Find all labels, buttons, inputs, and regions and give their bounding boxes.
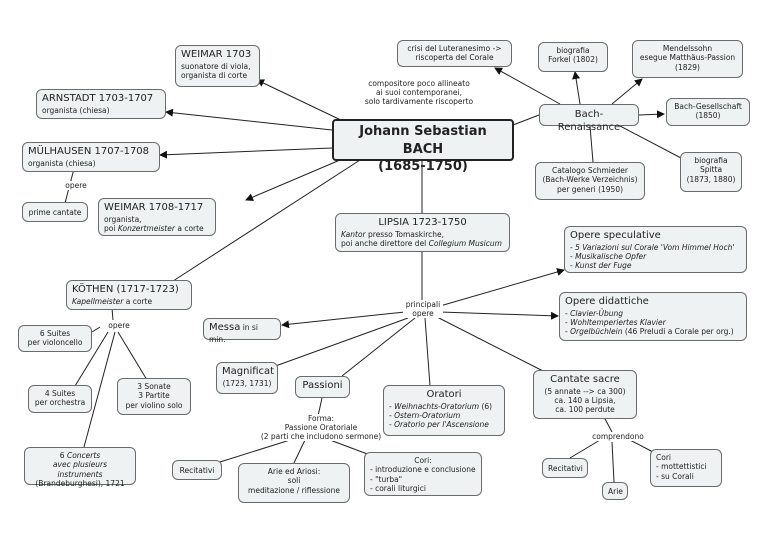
node-subtitle: organista (chiesa) (42, 105, 110, 115)
root-dates: (1685-1750) (378, 159, 468, 175)
node-concerts-brandeburghesi[interactable]: 6 Concerts avec plusieurs instruments (B… (24, 447, 136, 489)
node-crisi-luteranesimo[interactable]: crisi del Luteranesimo -> riscoperta del… (397, 40, 512, 67)
muhlhausen-opere-label: opere (62, 181, 90, 190)
node-cantate-sacre[interactable]: Cantate sacre (5 annate --> ca 300) ca. … (533, 370, 637, 419)
node-title: Cori: (414, 456, 432, 465)
node-recitativi-cantate[interactable]: Recitativi (542, 458, 588, 478)
node-muhlhausen[interactable]: MÜLHAUSEN 1707-1708 organista (chiesa) (22, 142, 160, 172)
forma-label: Forma: Passione Oratoriale (2 parti che … (250, 414, 392, 441)
node-oratori[interactable]: Oratori Weihnachts-Oratorium (6) Ostern-… (383, 385, 505, 436)
node-subtitle: (1723, 1731) (222, 378, 272, 388)
cori-passioni-list: introduzione e conclusione "turba" coral… (370, 465, 476, 493)
node-title: KÖTHEN (1717-1723) (72, 284, 179, 295)
edge-root-arnstadt (165, 108, 333, 131)
node-title: WEIMAR 1703 (181, 49, 252, 60)
list-item: Weihnachts-Oratorium (6) (389, 402, 499, 411)
oratori-list: Weihnachts-Oratorium (6) Ostern-Oratoriu… (389, 402, 499, 430)
node-subtitle-2: poi anche direttore del Collegium Musicu… (341, 238, 502, 248)
node-bach-gesellschaft[interactable]: Bach-Gesellschaft (1850) (666, 98, 750, 126)
node-title: Oratori (426, 389, 462, 400)
node-bach-renaissance[interactable]: Bach-Renaissance (539, 104, 639, 133)
node-cori-cantate[interactable]: Cori - mottettistici - su Corali (650, 449, 722, 487)
concerts-line-3: (Brandeburghesi), 1721 (35, 479, 125, 489)
edge-root-weimar1703 (256, 79, 346, 123)
node-suites-orchestra[interactable]: 4 Suites per orchestra (28, 385, 92, 413)
node-weimar-1708[interactable]: WEIMAR 1708-1717 organista, poi Konzertm… (98, 198, 216, 236)
root-node-bach[interactable]: Johann Sebastian BACH (1685-1750) (332, 119, 514, 174)
node-magnificat[interactable]: Magnificat (1723, 1731) (216, 362, 278, 394)
list-item: Ostern-Oratorium (389, 411, 499, 420)
node-title: Messa (209, 322, 241, 333)
root-title: Johann Sebastian BACH (359, 124, 487, 157)
node-title: Cantate sacre (550, 374, 620, 385)
edge-principali-messa (281, 311, 406, 329)
concerts-line-2: avec plusieurs instruments (52, 460, 108, 479)
node-arie-cantate[interactable]: Arie (602, 482, 628, 500)
node-arie-ariosi[interactable]: Arie ed Ariosi: soli meditazione / rifle… (238, 463, 350, 503)
node-catalogo-schmieder[interactable]: Catalogo Schmieder (Bach-Werke Verzeichn… (535, 162, 645, 200)
node-prime-cantate[interactable]: prime cantate (22, 202, 88, 222)
list-item: introduzione e conclusione (370, 465, 476, 474)
opere-didattiche-list: Clavier-Übung Wohltemperiertes Klavier O… (565, 309, 741, 337)
node-subtitle: Kantor presso Tomaskirche, (341, 229, 445, 239)
list-item: Oratorio per l'Ascensione (389, 420, 499, 429)
node-kothen[interactable]: KÖTHEN (1717-1723) Kapellmeister a corte (66, 280, 192, 310)
node-subtitle: in si min. (209, 323, 258, 344)
list-item: "turba" (370, 475, 476, 484)
principali-opere-label: principali opere (403, 300, 443, 318)
root-edge-label: compositore poco allineato ai suoi conte… (360, 79, 478, 106)
edge-principali-spec (439, 268, 565, 307)
list-item: Musikalische Opfer (570, 252, 741, 261)
node-title: Opere speculative (570, 230, 661, 241)
node-sonate-partite[interactable]: 3 Sonate 3 Partite per violino solo (117, 378, 191, 415)
node-opere-didattiche[interactable]: Opere didattiche Clavier-Übung Wohltempe… (559, 292, 747, 341)
node-title: Magnificat (222, 366, 275, 377)
edge-root-muhlhausen (159, 147, 333, 159)
node-biografia-forkel[interactable]: biografia Forkel (1802) (538, 42, 608, 72)
edge-principali-did (439, 311, 559, 320)
edge-root-weimar1708 (245, 159, 341, 201)
list-item: corali liturgici (370, 484, 476, 493)
node-title: Opere didattiche (565, 296, 649, 307)
node-title: MÜLHAUSEN 1707-1708 (28, 146, 150, 157)
node-subtitle-2: poi Konzertmeister a corte (104, 223, 204, 233)
node-opere-speculative[interactable]: Opere speculative 5 Variazioni sul Coral… (564, 226, 747, 273)
comprendono-label: comprendono (590, 432, 646, 441)
node-mendelssohn[interactable]: Mendelssohn esegue Matthäus-Passion (182… (632, 40, 743, 78)
node-title: ARNSTADT 1703-1707 (42, 93, 154, 104)
list-item: Clavier-Übung (565, 309, 741, 318)
node-subtitle: Kapellmeister a corte (72, 296, 153, 306)
node-title: LIPSIA 1723-1750 (378, 217, 467, 228)
concerts-line-1: 6 Concerts (59, 451, 101, 460)
node-subtitle: (5 annate --> ca 300) ca. 140 a Lipsia, … (544, 386, 626, 415)
kothen-opere-label: opere (105, 321, 133, 330)
node-messa[interactable]: Messa in si min. (203, 318, 281, 344)
node-title: Bach-Renaissance (557, 109, 621, 133)
node-weimar-1703[interactable]: WEIMAR 1703 suonatore di viola, organist… (175, 45, 260, 87)
node-passioni[interactable]: Passioni (295, 376, 350, 398)
list-item: Kunst der Fuge (570, 261, 741, 270)
edge-root-renaissance (512, 114, 540, 126)
node-arnstadt[interactable]: ARNSTADT 1703-1707 organista (chiesa) (36, 89, 166, 119)
list-item: Wohltemperiertes Klavier (565, 318, 741, 327)
node-subtitle: suonatore di viola, organista di corte (181, 61, 251, 80)
node-cori-passioni[interactable]: Cori: introduzione e conclusione "turba"… (364, 452, 482, 496)
node-lipsia[interactable]: LIPSIA 1723-1750 Kantor presso Tomaskirc… (335, 213, 510, 252)
list-item: 5 Variazioni sul Corale 'Vom Himmel Hoch… (570, 243, 741, 252)
node-title: Passioni (302, 380, 343, 391)
node-biografia-spitta[interactable]: biografia Spitta (1873, 1880) (680, 152, 742, 192)
list-item: Orgelbüchlein (46 Preludi a Corale per o… (565, 327, 741, 336)
node-suites-violoncello[interactable]: 6 Suites per violoncello (18, 325, 92, 352)
edge-root-kothen (169, 159, 361, 284)
node-title: WEIMAR 1708-1717 (104, 202, 204, 213)
edge-ren-crisi (494, 67, 561, 105)
node-subtitle: organista, (104, 214, 142, 224)
opere-speculative-list: 5 Variazioni sul Corale 'Vom Himmel Hoch… (570, 243, 741, 271)
node-recitativi-passioni[interactable]: Recitativi (172, 460, 222, 480)
node-subtitle: organista (chiesa) (28, 158, 96, 168)
